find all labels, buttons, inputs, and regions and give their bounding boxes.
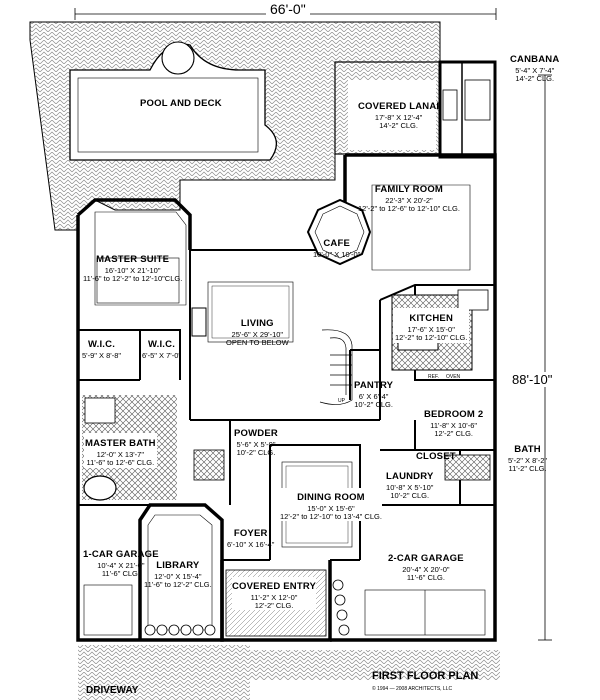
fireplace bbox=[191, 307, 207, 337]
driveway-label: DRIVEWAY bbox=[86, 685, 139, 696]
room-label-bath: BATH 5'-2" X 8'-2" 11'-2" CLG. bbox=[508, 444, 548, 473]
overall-depth-label: 88'-10" bbox=[512, 372, 553, 387]
room-label-cafe: CAFE 10'-0" X 10'-0" bbox=[313, 238, 361, 259]
copyright-line: © 1994 — 2008 ARCHITECTS, LLC bbox=[372, 686, 453, 692]
room-label-master-bath: MASTER BATH 12'-0" X 13'-7" 11'-6" to 12… bbox=[84, 433, 157, 468]
ref-tag: REF. bbox=[428, 374, 439, 380]
overall-width-label: 66'-0" bbox=[266, 1, 310, 17]
room-label-living: LIVING 25'-6" X 29'-10" OPEN TO BELOW bbox=[226, 318, 289, 347]
landscape-shrubs bbox=[144, 579, 350, 636]
plan-title: FIRST FLOOR PLAN bbox=[372, 670, 479, 682]
cafe-octagon bbox=[306, 198, 372, 266]
room-label-master: MASTER SUITE 16'-10" X 21'-10" 11'-6" to… bbox=[83, 254, 183, 283]
room-label-closet: CLOSET bbox=[416, 451, 456, 462]
room-label-canbana: CANBANA 5'-4" X 7'-4" 14'-2" CLG. bbox=[510, 54, 560, 83]
room-label-family: FAMILY ROOM 22'-3" X 20'-2" 12'-2" to 12… bbox=[358, 184, 460, 213]
room-label-laundry: LAUNDRY 10'-8" X 5'-10" 10'-2" CLG. bbox=[386, 471, 434, 500]
room-label-library: LIBRARY 12'-0" X 15'-4" 11'-6" to 12'-2"… bbox=[144, 560, 212, 589]
oven-tag: OVEN bbox=[446, 374, 461, 380]
room-label-dining: DINING ROOM 15'-0" X 15'-6" 12'-2" to 12… bbox=[280, 488, 382, 521]
room-label-foyer: FOYER 6'-10" X 16'-4" bbox=[227, 528, 275, 549]
room-label-powder: POWDER 5'-6" X 5'-0" 10'-2" CLG. bbox=[234, 428, 278, 457]
room-label-garage-1: 1-CAR GARAGE 10'-4" X 21'-0" 11'-6" CLG. bbox=[83, 549, 159, 578]
room-label-lanai: COVERED LANAI 17'-8" X 12'-4" 14'-2" CLG… bbox=[358, 101, 440, 130]
room-label-garage-2: 2-CAR GARAGE 20'-4" X 20'-0" 11'-6" CLG. bbox=[388, 553, 464, 582]
room-label-covered-entry: COVERED ENTRY 11'-2" X 12'-0" 12'-2" CLG… bbox=[232, 577, 317, 610]
room-label-bedroom-2: BEDROOM 2 11'-8" X 10'-6" 12'-2" CLG. bbox=[424, 409, 484, 438]
depth-dimension-line bbox=[538, 74, 552, 641]
up-tag: UP bbox=[338, 398, 345, 404]
driveway-paving-left bbox=[78, 645, 250, 700]
room-label-wic-2: W.I.C. 6'-5" X 7'-0" bbox=[142, 339, 182, 360]
room-label-pool: POOL AND DECK bbox=[140, 98, 222, 109]
driveway-paving-right bbox=[250, 650, 500, 680]
staircase bbox=[319, 329, 353, 405]
room-label-pantry: PANTRY 6' X 6'-4" 10'-2" CLG. bbox=[354, 380, 394, 409]
room-label-kitchen: KITCHEN 17'-6" X 15'-0" 12'-2" to 12'-10… bbox=[393, 308, 470, 343]
room-label-wic-1: W.I.C. 5'-9" X 8'-8" bbox=[82, 339, 122, 360]
canbana-area bbox=[438, 60, 497, 159]
garage-1-floor bbox=[83, 584, 133, 636]
bathtub bbox=[83, 475, 117, 501]
spa-circle bbox=[161, 41, 195, 75]
